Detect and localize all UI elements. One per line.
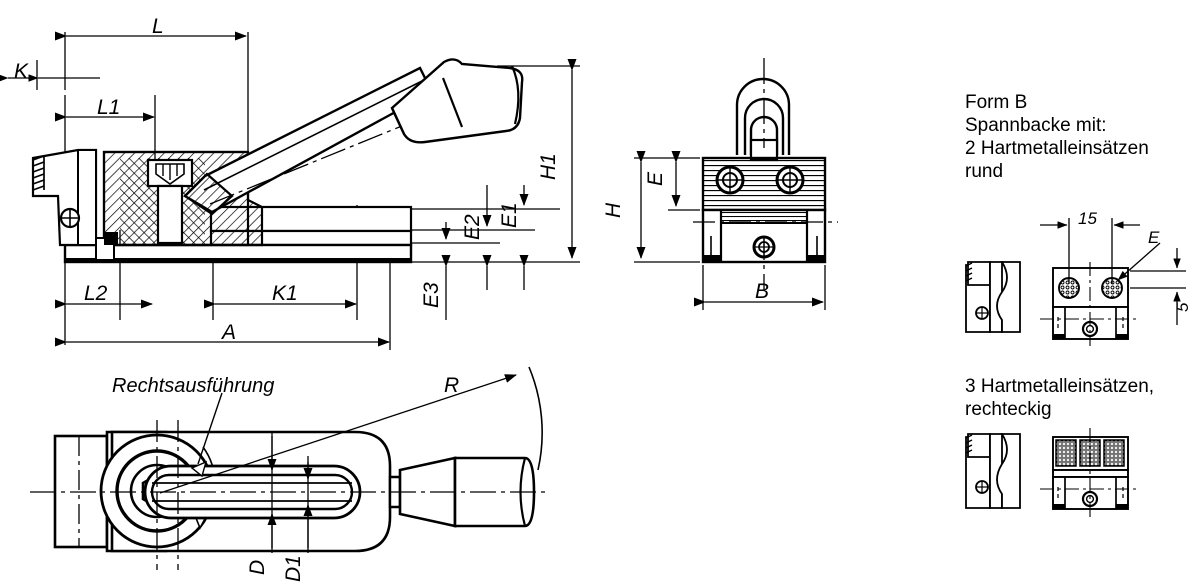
dim-label-E-detail: E xyxy=(1148,228,1160,247)
dim-label-L1: L1 xyxy=(97,96,120,119)
dim-label-E: E xyxy=(644,171,667,186)
dim-label-15: 15 xyxy=(1078,209,1097,228)
side-view-dimension-labels: K L L1 L2 K1 A H1 E1 E2 E3 xyxy=(14,15,560,344)
dim-label-A: A xyxy=(220,321,236,344)
dim-label-H: H xyxy=(602,202,625,218)
dim-label-H1: H1 xyxy=(537,153,560,180)
front-view-dimensions xyxy=(634,151,826,310)
note-rect-line-1: 3 Hartmetalleinsätzen, xyxy=(965,376,1154,397)
note-form-b: Form B Spannbacke mit: 2 Hartmetalleinsä… xyxy=(965,92,1149,182)
note-rect-inserts: 3 Hartmetalleinsätzen, rechteckig xyxy=(965,376,1154,420)
callout-rechtsausfuehrung: Rechtsausführung xyxy=(112,375,274,397)
dim-label-E3: E3 xyxy=(420,282,443,308)
dim-label-L: L xyxy=(152,15,164,38)
note-form-b-line-4: rund xyxy=(965,161,1003,182)
dim-label-D: D xyxy=(246,560,269,575)
front-view xyxy=(693,58,838,290)
dim-label-R: R xyxy=(444,374,459,397)
dim-label-L2: L2 xyxy=(84,282,108,305)
plan-view-labels: Rechtsausführung R D D1 xyxy=(112,374,459,582)
note-form-b-line-2: Spannbacke mit: xyxy=(965,115,1107,136)
note-form-b-line-1: Form B xyxy=(965,92,1027,113)
plan-view xyxy=(30,420,548,570)
note-form-b-line-3: 2 Hartmetalleinsätzen xyxy=(965,138,1149,159)
dim-label-B: B xyxy=(755,280,769,303)
note-rect-line-2: rechteckig xyxy=(965,399,1052,420)
detail-rect-inserts xyxy=(965,428,1140,518)
dim-label-K: K xyxy=(14,60,29,83)
detail-form-b xyxy=(965,261,1140,346)
side-view-body xyxy=(31,58,524,264)
detail-form-b-dimensions xyxy=(1040,218,1186,325)
dim-label-5: 5 xyxy=(1173,302,1192,312)
dim-label-K1: K1 xyxy=(272,282,298,305)
dim-label-D1: D1 xyxy=(282,555,305,582)
plan-view-dimensions xyxy=(159,366,543,553)
dim-label-E2: E2 xyxy=(461,214,484,240)
front-view-dimension-labels: H E B xyxy=(602,171,769,303)
dim-label-E1: E1 xyxy=(498,202,521,228)
detail-form-b-labels: 15 E 5 xyxy=(1078,209,1192,312)
